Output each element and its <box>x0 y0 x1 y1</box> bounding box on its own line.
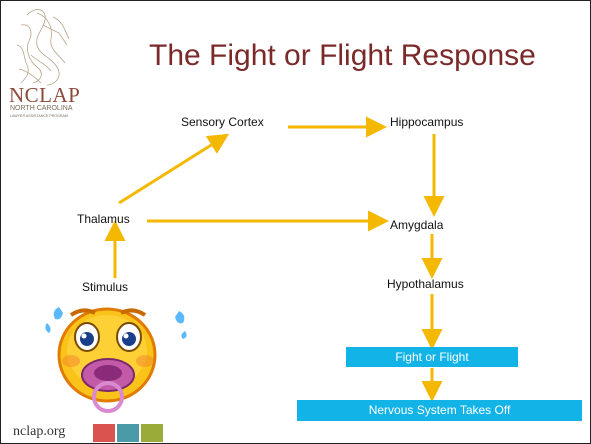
arrow-thalamus-to-sensory <box>118 133 230 205</box>
footer-site-link[interactable]: nclap.org <box>1 422 81 443</box>
footer-swatch-teal <box>117 424 139 442</box>
logo-subtitle: NORTH CAROLINA <box>10 105 73 112</box>
node-amygdala: Amygdala <box>390 218 444 232</box>
node-stimulus: Stimulus <box>82 280 129 294</box>
logo-wordmark: NCLAP <box>9 83 81 107</box>
logo-tagline: LAWYER ASSISTANCE PROGRAM <box>10 114 68 118</box>
nclap-logo-icon <box>16 9 70 86</box>
node-nervous-system-takes-off: Nervous System Takes Off <box>297 400 582 421</box>
footer: nclap.org <box>1 422 201 443</box>
scared-face-icon <box>45 307 187 413</box>
node-hypothalamus: Hypothalamus <box>387 277 464 291</box>
slide-title: The Fight or Flight Response <box>149 39 536 72</box>
footer-swatch-olive <box>141 424 163 442</box>
footer-swatch-red <box>93 424 115 442</box>
node-thalamus: Thalamus <box>77 212 130 226</box>
node-hippocampus: Hippocampus <box>390 115 464 129</box>
node-fight-or-flight: Fight or Flight <box>346 347 518 367</box>
node-sensory-cortex: Sensory Cortex <box>181 115 264 129</box>
